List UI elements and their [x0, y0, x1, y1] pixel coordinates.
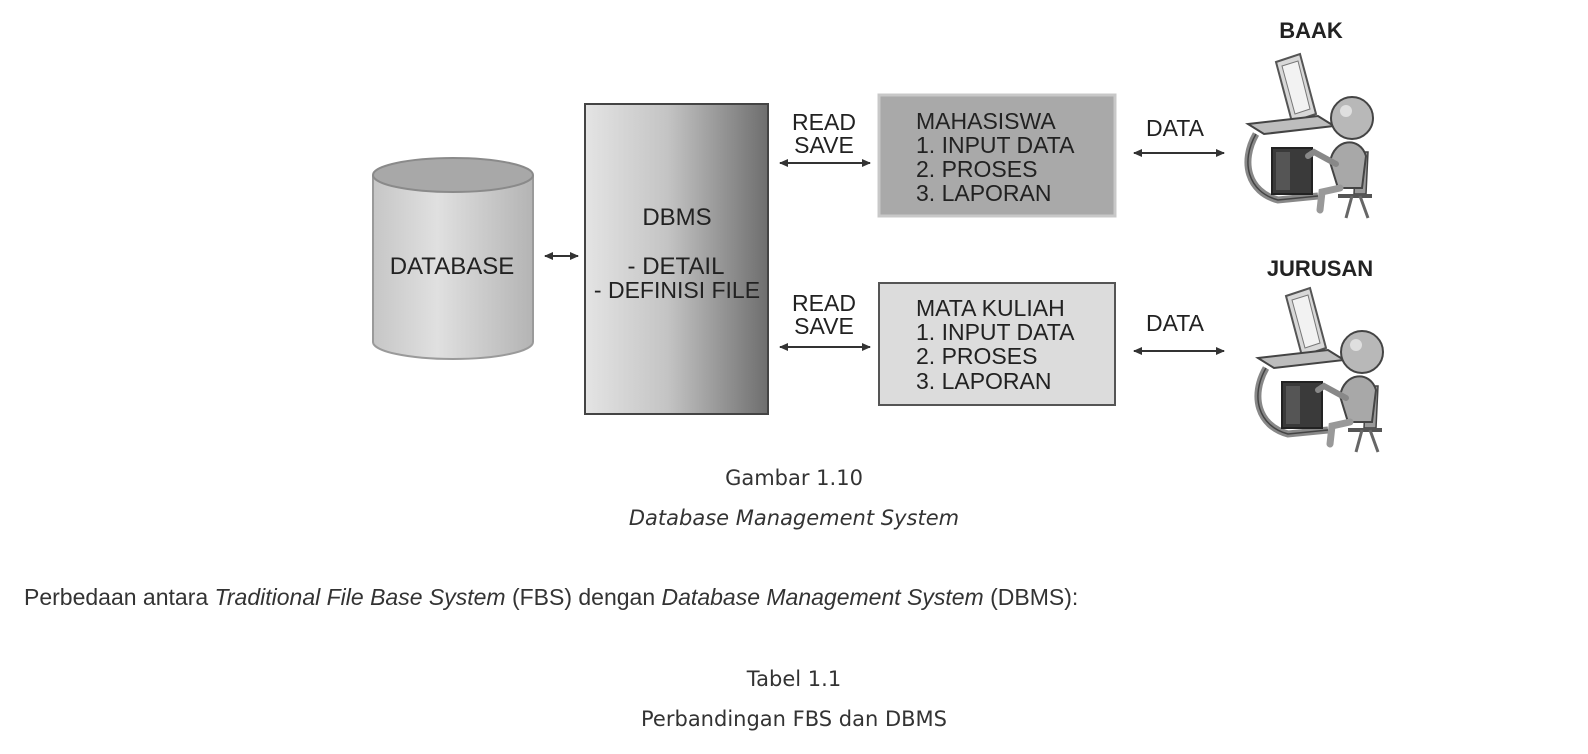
matakuliah-box: MATA KULIAH 1. INPUT DATA 2. PROSES 3. L… — [878, 282, 1116, 406]
save-label-bottom: SAVE — [794, 313, 854, 339]
mahasiswa-title: MAHASISWA — [916, 108, 1056, 134]
figure-caption-label: Gambar 1.10 — [725, 466, 863, 490]
data-label-bottom: DATA — [1146, 310, 1205, 336]
data-arrow-bottom: DATA — [1133, 310, 1225, 355]
intro-italic-fbs: Traditional File Base System — [214, 584, 506, 610]
intro-italic-dbms: Database Management System — [661, 584, 984, 610]
dbms-box: DBMS - DETAIL - DEFINISI FILE — [584, 103, 769, 415]
data-label-top: DATA — [1146, 115, 1205, 141]
dbms-line1: - DETAIL — [628, 253, 725, 280]
table-caption-title: Perbandingan FBS dan DBMS — [641, 707, 947, 731]
computer-user-icon — [1258, 288, 1383, 452]
matakuliah-title: MATA KULIAH — [916, 295, 1065, 321]
intro-text-3: (DBMS): — [983, 584, 1079, 610]
dbms-diagram: DATABASE DBMS - DETAIL - DEFINISI FILE R… — [372, 18, 1588, 460]
save-label-top: SAVE — [794, 132, 854, 158]
read-label-bottom: READ — [792, 290, 856, 316]
read-save-top: READ SAVE — [779, 109, 871, 167]
user-label-jurusan: JURUSAN — [1267, 256, 1373, 281]
dbms-title: DBMS — [642, 204, 711, 231]
figure-caption-title: Database Management System — [628, 506, 960, 530]
intro-text-2: (FBS) dengan — [505, 584, 662, 610]
mahasiswa-box: MAHASISWA 1. INPUT DATA 2. PROSES 3. LAP… — [877, 93, 1117, 218]
intro-text-1: Perbedaan antara — [24, 584, 215, 610]
read-label-top: READ — [792, 109, 856, 135]
matakuliah-item-2: 2. PROSES — [916, 343, 1037, 369]
table-caption-label: Tabel 1.1 — [746, 667, 842, 691]
mahasiswa-item-1: 1. INPUT DATA — [916, 132, 1075, 158]
matakuliah-item-1: 1. INPUT DATA — [916, 319, 1075, 345]
mahasiswa-item-2: 2. PROSES — [916, 156, 1037, 182]
read-save-bottom: READ SAVE — [779, 290, 871, 351]
intro-paragraph: Perbedaan antara Traditional File Base S… — [24, 584, 1078, 611]
dbms-line2: - DEFINISI FILE — [594, 277, 760, 303]
mahasiswa-item-3: 3. LAPORAN — [916, 180, 1052, 206]
database-label: DATABASE — [390, 253, 514, 280]
data-arrow-top: DATA — [1133, 115, 1225, 157]
matakuliah-item-3: 3. LAPORAN — [916, 368, 1052, 394]
computer-user-icon — [1248, 54, 1373, 218]
user-label-baak: BAAK — [1279, 18, 1343, 43]
database-cylinder: DATABASE — [372, 157, 534, 360]
